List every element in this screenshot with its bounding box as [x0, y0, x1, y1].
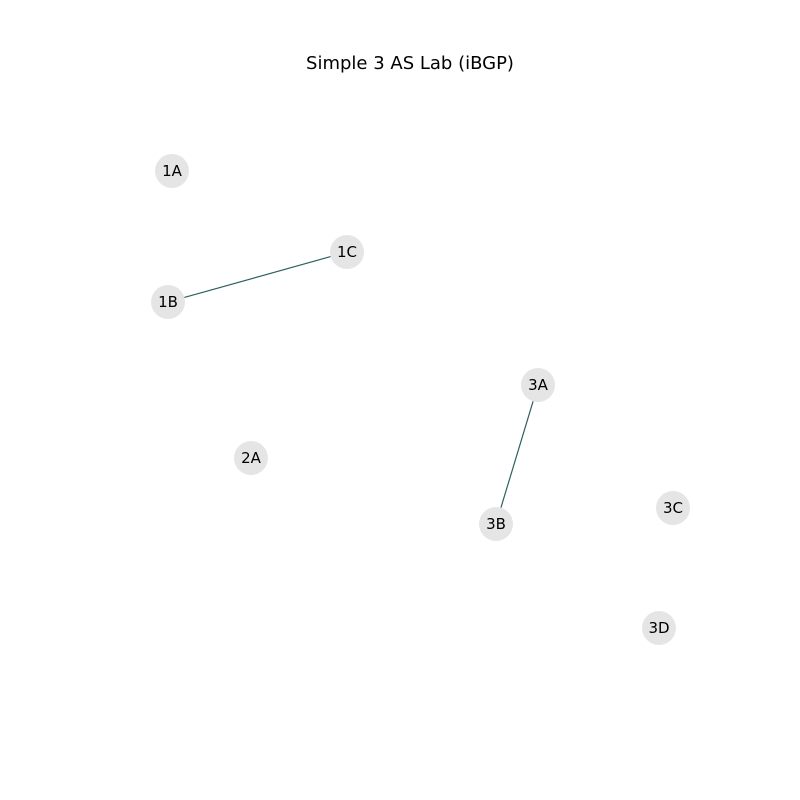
diagram-title: Simple 3 AS Lab (iBGP): [306, 53, 514, 74]
edges-layer: [184, 255, 534, 508]
node-1c[interactable]: 1C: [330, 235, 364, 269]
node-circle: [330, 235, 364, 269]
node-3b[interactable]: 3B: [479, 507, 513, 541]
node-circle: [521, 368, 555, 402]
node-label: 3D: [648, 619, 669, 637]
node-circle: [151, 285, 185, 319]
node-label: 3B: [486, 515, 506, 533]
node-circle: [656, 491, 690, 525]
node-label: 3A: [528, 376, 549, 394]
node-circle: [234, 441, 268, 475]
node-circle: [479, 507, 513, 541]
node-1b[interactable]: 1B: [151, 285, 185, 319]
node-2a[interactable]: 2A: [234, 441, 268, 475]
node-label: 3C: [663, 499, 683, 517]
node-1a[interactable]: 1A: [155, 154, 189, 188]
node-3a[interactable]: 3A: [521, 368, 555, 402]
node-label: 2A: [241, 449, 262, 467]
node-label: 1C: [337, 243, 357, 261]
edge-3a-3b: [500, 401, 534, 508]
node-circle: [642, 611, 676, 645]
node-3c[interactable]: 3C: [656, 491, 690, 525]
node-circle: [155, 154, 189, 188]
edge-1b-1c: [184, 255, 331, 299]
node-label: 1A: [162, 162, 183, 180]
nodes-layer: 1A 1B 1C 2A 3A 3B 3C 3D: [151, 154, 690, 645]
node-3d[interactable]: 3D: [642, 611, 676, 645]
node-label: 1B: [158, 293, 178, 311]
